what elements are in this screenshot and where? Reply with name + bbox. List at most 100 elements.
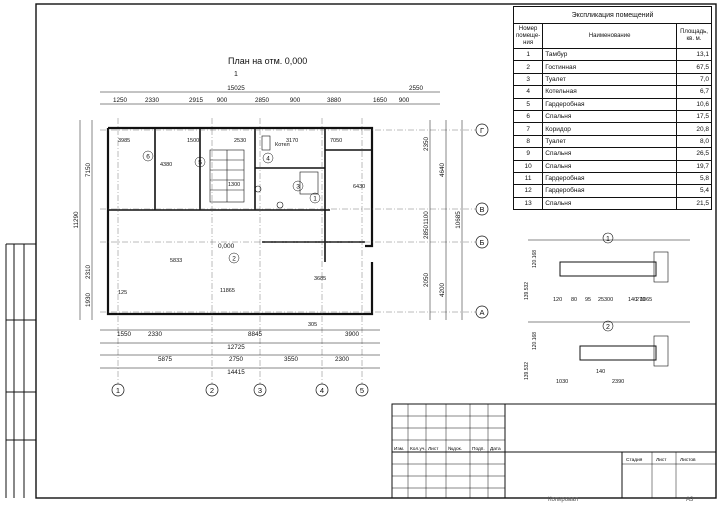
room-name: Гардеробная — [542, 171, 677, 186]
top-total-dimension: 2550 — [409, 85, 424, 92]
room-marker — [142, 150, 154, 162]
axis-label: Б — [480, 238, 485, 247]
bottom-overall-dimension: 14415 — [227, 369, 245, 376]
axis-label: В — [479, 205, 484, 214]
inner-dimension: 3685 — [314, 276, 326, 282]
axis-bubble — [475, 305, 489, 319]
sheet-code: Копировал — [548, 497, 579, 503]
room-area: 6,7 — [676, 85, 712, 99]
axis-label: 1 — [116, 386, 120, 395]
section-1-dimension: 1065 — [640, 297, 652, 303]
col-header-name: Наименование — [542, 23, 677, 49]
room-area: 5,4 — [676, 184, 712, 198]
section-1-dimension: 270 — [636, 297, 645, 303]
title-block — [391, 403, 717, 499]
section-mark: 1 — [234, 71, 238, 78]
section-1-dimension: 25 — [598, 297, 604, 303]
room-number: 10 — [512, 159, 544, 173]
room-name: Гостинная — [542, 60, 677, 74]
right-dimension: 2050 — [423, 273, 430, 288]
explication-title: Экспликация помещений — [513, 6, 712, 24]
section-1-mark: 1 — [606, 236, 610, 243]
room-name: Спальня — [542, 196, 677, 211]
room-number-label: 2 — [232, 256, 236, 263]
left-dimension: 7150 — [85, 163, 92, 178]
stamp-cell-label: №док. — [448, 446, 462, 452]
inner-dimension: 7050 — [330, 138, 342, 144]
room-number: 8 — [512, 134, 544, 149]
bottom-dimension: 2330 — [148, 331, 163, 338]
bottom-dimension: 3550 — [284, 356, 299, 363]
top-dimension: 2915 — [189, 97, 204, 104]
room-area: 19,7 — [676, 159, 712, 173]
axis-bubble — [475, 202, 489, 216]
stamp-cell-label: Стадия — [626, 457, 643, 463]
room-number-label: 5 — [198, 160, 202, 167]
right-dimension: 2850 — [423, 225, 430, 240]
room-number: 13 — [512, 196, 544, 211]
room-number-label: 6 — [146, 154, 150, 161]
plan-title: План на отм. 0,000 — [228, 56, 308, 66]
bottom-dimension: 5875 — [158, 356, 173, 363]
inner-dimension: 3985 — [118, 138, 130, 144]
stamp-cell-label: Лист — [656, 457, 667, 463]
top-dimension: 2850 — [255, 97, 270, 104]
room-name: Туалет — [542, 72, 677, 87]
room-name: Спальня — [542, 159, 677, 173]
section-2-dimension: 1030 — [556, 379, 568, 385]
section-2-dimension: 2390 — [612, 379, 624, 385]
room-explication-table: Экспликация помещений Номер помеще-ния Н… — [512, 6, 712, 211]
bottom-total-dimension: 12725 — [227, 344, 245, 351]
section-1-dimension: 140 — [628, 297, 637, 303]
col-header-num: Номер помеще-ния — [512, 23, 544, 49]
inner-dimension: 4380 — [160, 162, 172, 168]
section-1-dimension: 120 — [553, 297, 562, 303]
sheet-format: А3 — [686, 497, 694, 503]
inner-dimension: 1500 — [187, 138, 199, 144]
stamp-cell-label: Лист — [428, 446, 439, 452]
sheet-frame — [5, 3, 717, 499]
section-1-level: 120.168 — [532, 250, 538, 268]
room-area: 26,5 — [676, 147, 712, 161]
room-marker — [309, 192, 321, 204]
top-dimension: 900 — [399, 97, 410, 104]
bottom-dimension: 3900 — [345, 331, 360, 338]
room-number: 7 — [512, 122, 544, 136]
room-area: 21,5 — [676, 196, 712, 211]
axis-bubble — [205, 383, 219, 397]
inner-dimension: 11865 — [220, 288, 235, 294]
room-area: 7,0 — [676, 72, 712, 87]
room-area: 17,5 — [676, 109, 712, 124]
top-dimension: 3880 — [327, 97, 342, 104]
left-dimension: 2310 — [85, 265, 92, 280]
inner-dimension: 5833 — [170, 258, 182, 264]
bottom-dimension: 2750 — [229, 356, 244, 363]
room-name: Котельная — [542, 85, 677, 99]
axis-bubble — [253, 383, 267, 397]
room-number: 5 — [512, 97, 544, 111]
axis-bubble — [315, 383, 329, 397]
section-2-level: 139.532 — [524, 362, 530, 380]
inner-dimension: 125 — [118, 290, 127, 296]
section-2-mark: 2 — [606, 324, 610, 331]
room-number: 2 — [512, 60, 544, 74]
room-marker — [194, 156, 206, 168]
section-2-level: 120.168 — [532, 332, 538, 350]
room-number: 1 — [512, 47, 544, 62]
room-number-label: 3 — [296, 184, 300, 191]
room-number: 6 — [512, 109, 544, 124]
room-area: 20,8 — [676, 122, 712, 136]
axis-label: 2 — [210, 386, 214, 395]
top-dimension: 1250 — [113, 97, 128, 104]
stamp-cell-label: Листов — [680, 457, 696, 463]
